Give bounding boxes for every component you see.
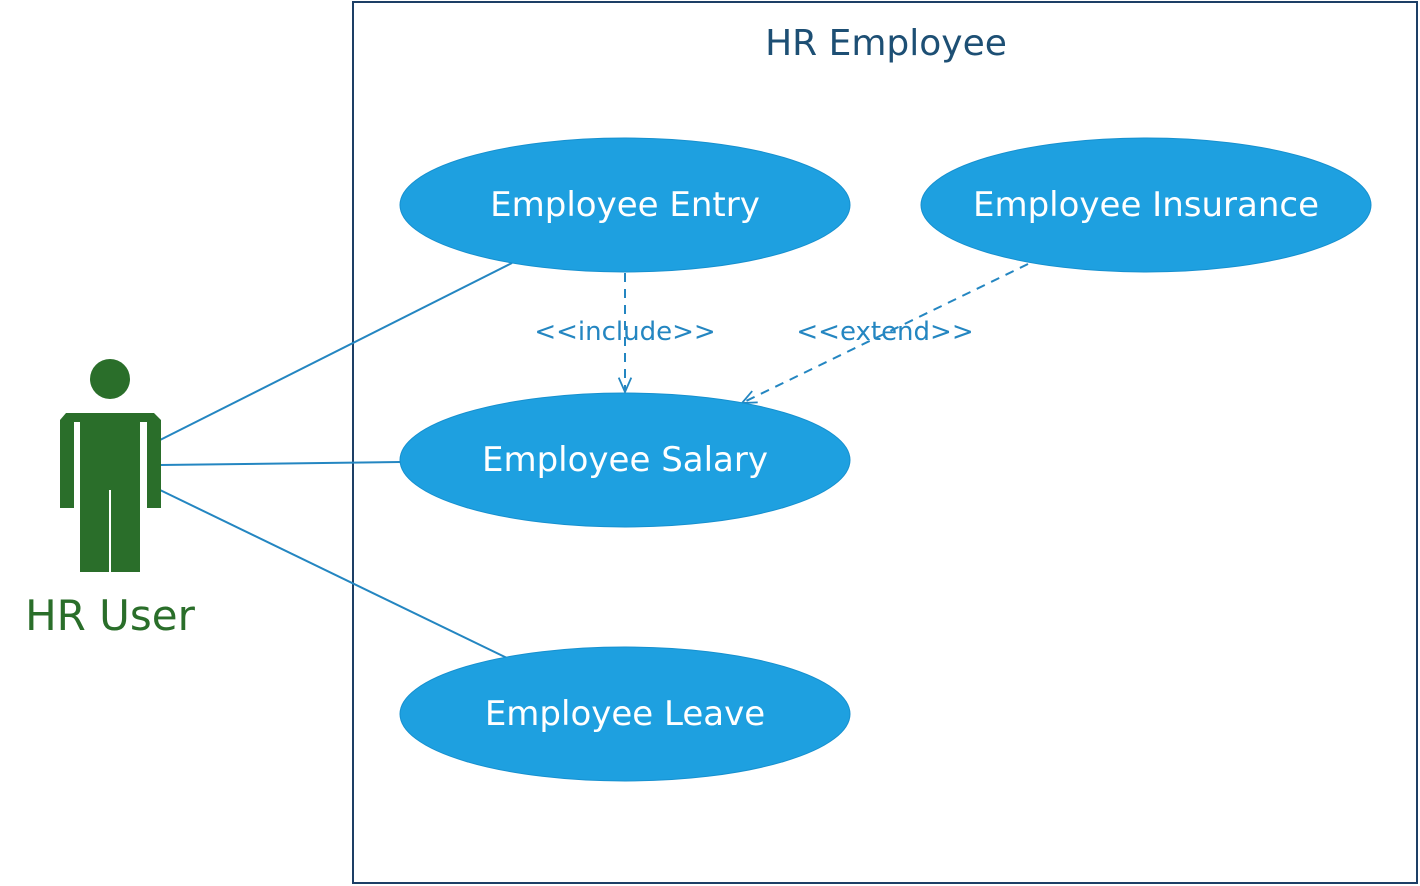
use-case-label: Employee Salary <box>482 440 768 480</box>
use-case-label: Employee Insurance <box>973 185 1319 225</box>
association-entry <box>159 262 513 441</box>
actor-body <box>60 413 161 572</box>
use-case-employee-entry: Employee Entry <box>399 137 851 273</box>
use-case-employee-insurance: Employee Insurance <box>920 137 1372 273</box>
actor-head <box>90 359 130 399</box>
include-label: <<include>> <box>534 317 715 347</box>
association-salary <box>159 461 402 466</box>
use-case-employee-salary: Employee Salary <box>399 392 851 528</box>
use-case-label: Employee Leave <box>485 694 765 734</box>
extend-label: <<extend>> <box>796 317 973 347</box>
extend-arrow <box>742 263 1029 403</box>
system-title: HR Employee <box>765 23 1007 64</box>
use-case-employee-leave: Employee Leave <box>399 646 851 782</box>
association-leave <box>159 489 508 659</box>
actor-label: HR User <box>25 591 196 640</box>
use-case-label: Employee Entry <box>490 185 760 225</box>
actor-figure-icon <box>60 359 161 572</box>
system-boundary <box>352 1 1418 884</box>
